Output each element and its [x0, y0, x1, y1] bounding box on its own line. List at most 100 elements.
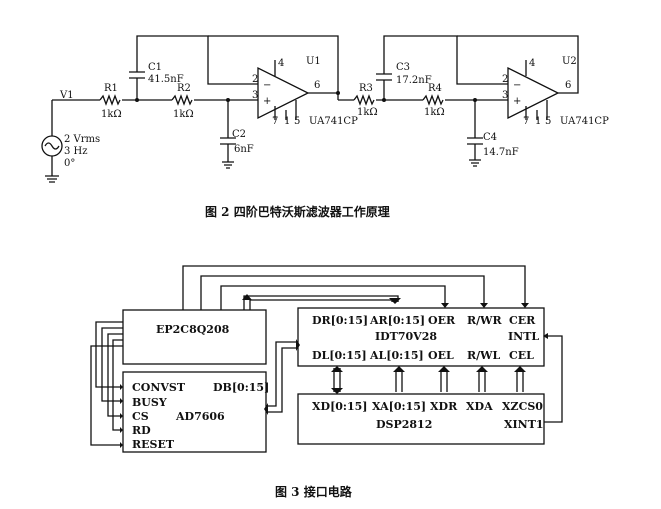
fig3-schematic: EP2C8Q208 CONVST BUSY CS RD RESET DB[0:1… [90, 265, 563, 453]
fpga-box [122, 309, 267, 365]
u1-opamp-icon [257, 66, 310, 120]
u1-pin3: 3 [252, 90, 258, 101]
u2-minus: − [513, 80, 521, 91]
adc-pin-cs: CS [132, 410, 149, 423]
u2-pin-leads [525, 60, 548, 120]
u2-pin1: 1 [535, 116, 541, 127]
r2-name: R2 [177, 83, 191, 94]
u1-minus: − [263, 80, 271, 91]
dpram-bottom-al: AL[0:15] [369, 349, 424, 362]
dsp-box [297, 393, 545, 445]
u2-name: U2 [562, 56, 577, 67]
fig2-schematic: V1 2 Vrms 3 Hz 0° R1 1kΩ C1 41.5nF R2 1k… [41, 35, 609, 183]
dpram-top-ar: AR[0:15] [369, 314, 425, 327]
c4-capacitor-icon [467, 100, 483, 167]
r1-resistor-icon [99, 94, 121, 106]
ground-icon [45, 156, 59, 183]
r2-value: 1kΩ [173, 109, 194, 120]
intl-xint-wire [544, 335, 563, 423]
u1-pin1: 1 [284, 116, 290, 127]
dpram-top-cer: CER [509, 314, 536, 327]
u1-pin-leads [274, 60, 297, 120]
dpram-bottom-oel: OEL [428, 349, 454, 362]
dpram-intl: INTL [508, 330, 539, 343]
control-bus-wires [395, 370, 524, 392]
fpga-oe-wire [220, 285, 446, 310]
c2-name: C2 [232, 129, 246, 140]
dsp-pin-xa: XA[0:15] [372, 400, 426, 413]
dsp-pin-xd: XD[0:15] [312, 400, 368, 413]
dpram-bottom-cel: CEL [509, 349, 534, 362]
fig2-caption: 图 2 四阶巴特沃斯滤波器工作原理 [205, 204, 390, 219]
u1-pin7: 7 [272, 116, 278, 127]
u2-opamp-icon [507, 66, 560, 120]
u1-plus: + [263, 96, 271, 107]
adc-pin-reset: RESET [132, 438, 175, 451]
source-phase: 0° [64, 158, 75, 169]
source-amplitude: 2 Vrms [64, 134, 100, 145]
sine-icon [44, 142, 60, 150]
data-bus-arrows [331, 366, 343, 394]
dsp-pin-xdr: XDR [430, 400, 458, 413]
dsp-xint1: XINT1 [504, 418, 544, 431]
r1-name: R1 [104, 83, 118, 94]
intl-arrow [543, 333, 548, 339]
r2-resistor-icon [171, 94, 193, 106]
u1-pin2: 2 [252, 74, 258, 85]
db-bus-arrows [264, 339, 300, 415]
u2-output-wire [457, 35, 579, 94]
r4-resistor-icon [422, 94, 444, 106]
u1-pin4: 4 [278, 58, 284, 69]
dsp-pin-xzcs0: XZCS0 [502, 400, 543, 413]
c3-name: C3 [396, 62, 410, 73]
dpram-bottom-dl: DL[0:15] [312, 349, 367, 362]
adc-name: AD7606 [175, 410, 225, 423]
c1-name: C1 [148, 62, 162, 73]
u1-pin5: 5 [294, 116, 300, 127]
fig3-caption: 图 3 接口电路 [275, 484, 353, 499]
r1-value: 1kΩ [101, 109, 122, 120]
u2-pin6: 6 [565, 80, 571, 91]
c2-capacitor-icon [220, 99, 258, 169]
fpga-cer-wire [182, 265, 526, 310]
adc-pin-convst: CONVST [132, 381, 186, 394]
c1-feedback-wire [129, 35, 258, 100]
c1-value: 41.5nF [148, 74, 184, 85]
adc-pin-busy: BUSY [132, 396, 167, 409]
dpram-top-oer: OER [428, 314, 456, 327]
u2-plus: + [513, 96, 521, 107]
fpga-rw-wire [200, 275, 485, 310]
u2-pin5: 5 [545, 116, 551, 127]
u2-pin2: 2 [502, 74, 508, 85]
r3-name: R3 [359, 83, 373, 94]
dpram-bottom-rwl: R/WL [467, 349, 501, 362]
u1-name: U1 [306, 56, 321, 67]
dpram-name: IDT70V28 [375, 330, 437, 343]
dpram-box [297, 307, 545, 367]
c3-value: 17.2nF [396, 75, 432, 86]
r4-name: R4 [428, 83, 442, 94]
u1-pin6: 6 [314, 80, 320, 91]
fpga-label: EP2C8Q208 [156, 323, 230, 336]
adc-pin-rd: RD [132, 424, 151, 437]
r3-value: 1kΩ [357, 107, 378, 118]
control-bus-arrows [393, 366, 526, 372]
u2-part: UA741CP [560, 116, 609, 127]
node-u1-out [336, 91, 340, 95]
r3-resistor-icon [353, 94, 375, 106]
r4-value: 1kΩ [424, 107, 445, 118]
dsp-pin-xda: XDA [466, 400, 493, 413]
adc-pin-db: DB[0:15] [213, 381, 269, 394]
dsp-name: DSP2812 [376, 418, 432, 431]
dpram-top-dr: DR[0:15] [312, 314, 368, 327]
adc-control-arrows [120, 384, 123, 448]
source-frequency: 3 Hz [64, 146, 88, 157]
db-bus-wire [266, 341, 296, 413]
c4-name: C4 [483, 132, 497, 143]
c4-value: 14.7nF [483, 147, 519, 158]
v1-label: V1 [59, 90, 74, 101]
c3-feedback-wire [376, 35, 508, 100]
c2-value: 6nF [234, 144, 254, 155]
u2-pin7: 7 [523, 116, 529, 127]
